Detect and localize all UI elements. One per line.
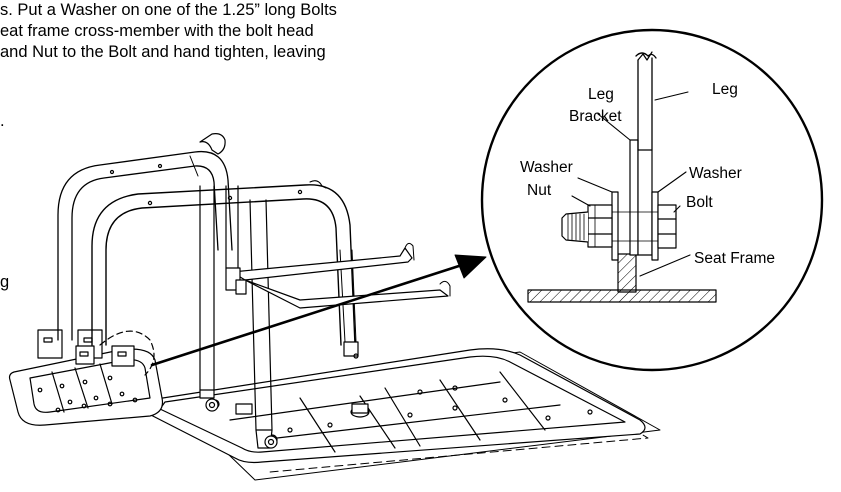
label-seat-frame: Seat Frame — [694, 250, 775, 267]
washer-right — [651, 191, 659, 261]
label-nut: Nut — [527, 182, 552, 199]
bolt-head — [657, 204, 677, 249]
seat-frame-section — [527, 253, 717, 303]
label-leg-bracket-line2: Bracket — [569, 108, 622, 125]
leader-lines — [571, 91, 691, 277]
leg-bracket — [235, 403, 253, 415]
rear-legs — [199, 185, 239, 412]
footrest-tray — [8, 348, 164, 426]
cut-text-fragment: . — [0, 112, 5, 130]
instruction-text: s. Put a Washer on one of the 1.25” long… — [0, 0, 470, 63]
detail-view: Leg Leg Bracket Washer Nut Washer Bolt S… — [480, 28, 824, 372]
label-washer-right: Washer — [689, 165, 742, 182]
instruction-line: and Nut to the Bolt and hand tighten, le… — [0, 43, 326, 61]
label-leg: Leg — [712, 81, 738, 98]
leg-bracket-plate — [629, 139, 639, 256]
nut — [587, 204, 613, 248]
instruction-line: s. Put a Washer on one of the 1.25” long… — [0, 1, 337, 19]
cross-brace — [225, 242, 451, 309]
washer-left — [611, 191, 619, 261]
leg-bracket — [37, 329, 135, 367]
detail-callout-arrow-icon — [150, 254, 487, 367]
label-bolt: Bolt — [686, 194, 713, 211]
instruction-line: eat frame cross-member with the bolt hea… — [0, 22, 314, 40]
bolt-thread — [561, 211, 589, 243]
rear-frame — [57, 133, 233, 341]
label-leg-bracket-line1: Leg — [588, 86, 614, 103]
label-washer-left: Washer — [520, 159, 573, 176]
cut-text-fragment: g — [0, 273, 10, 291]
front-frame — [91, 180, 359, 449]
leg-tube — [635, 52, 657, 151]
